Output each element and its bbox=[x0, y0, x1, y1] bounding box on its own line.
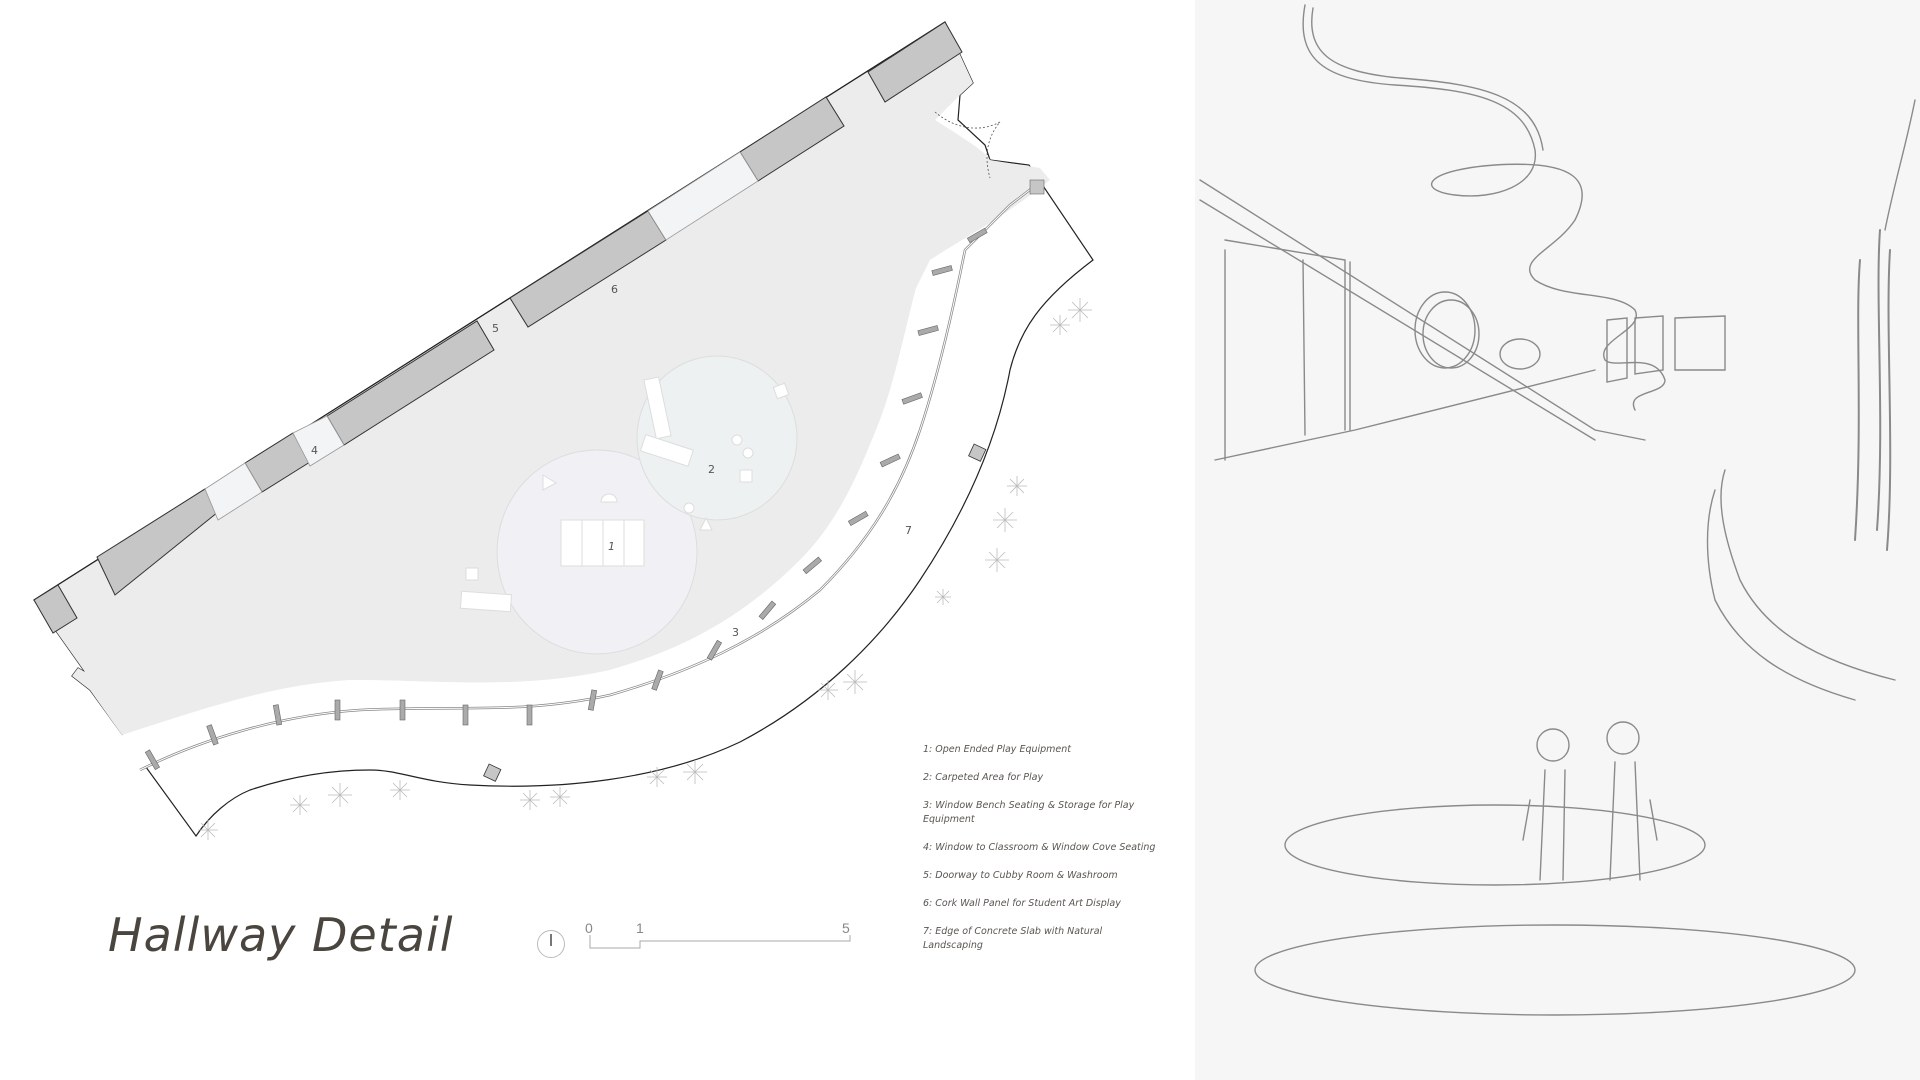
plan-label-2: 2 bbox=[708, 463, 715, 476]
legend-item: 7: Edge of Concrete Slab with Natural La… bbox=[923, 926, 1103, 951]
scale-bar bbox=[589, 935, 851, 949]
pencil-sketch bbox=[1199, 4, 1916, 1016]
legend-item: 6: Cork Wall Panel for Student Art Displ… bbox=[923, 898, 1121, 909]
legend: 1: Open Ended Play Equipment 2: Carpeted… bbox=[923, 743, 1163, 967]
legend-item: 2: Carpeted Area for Play bbox=[923, 772, 1044, 783]
scale-label-5: 5 bbox=[842, 920, 850, 936]
door-swing bbox=[934, 111, 1001, 179]
plan-label-5: 5 bbox=[492, 322, 499, 335]
bench-supports bbox=[144, 179, 1045, 771]
plan-label-7: 7 bbox=[905, 524, 912, 537]
landscaping-shrubs bbox=[198, 298, 1092, 840]
play-equipment bbox=[459, 376, 790, 613]
legend-item: 3: Window Bench Seating & Storage for Pl… bbox=[923, 800, 1135, 825]
plan-label-3: 3 bbox=[732, 626, 739, 639]
scale-label-0: 0 bbox=[585, 920, 593, 936]
floor-plan-panel: 1 2 3 4 5 6 7 Hallway Detail 0 1 5 1: Op… bbox=[33, 21, 1163, 967]
legend-item: 5: Doorway to Cubby Room & Washroom bbox=[923, 870, 1118, 881]
legend-item: 1: Open Ended Play Equipment bbox=[923, 744, 1072, 755]
carpet-area-2 bbox=[636, 355, 798, 521]
plan-label-1: 1 bbox=[608, 540, 615, 553]
floor-plan-drawing: 1 2 3 4 5 6 7 bbox=[33, 21, 1094, 949]
plan-number-labels: 1 2 3 4 5 6 7 bbox=[311, 283, 912, 639]
page-title: Hallway Detail bbox=[108, 908, 454, 962]
plan-label-4: 4 bbox=[311, 444, 318, 457]
north-arrow-icon bbox=[537, 930, 565, 958]
legend-item: 4: Window to Classroom & Window Cove Sea… bbox=[923, 842, 1156, 853]
scale-label-1: 1 bbox=[636, 920, 644, 936]
perspective-sketch-panel bbox=[1195, 0, 1920, 1080]
concrete-floor bbox=[34, 22, 1050, 735]
plan-label-6: 6 bbox=[611, 283, 618, 296]
planter-boxes bbox=[483, 443, 987, 782]
window-bench-zone bbox=[122, 250, 965, 770]
windows bbox=[204, 151, 759, 521]
